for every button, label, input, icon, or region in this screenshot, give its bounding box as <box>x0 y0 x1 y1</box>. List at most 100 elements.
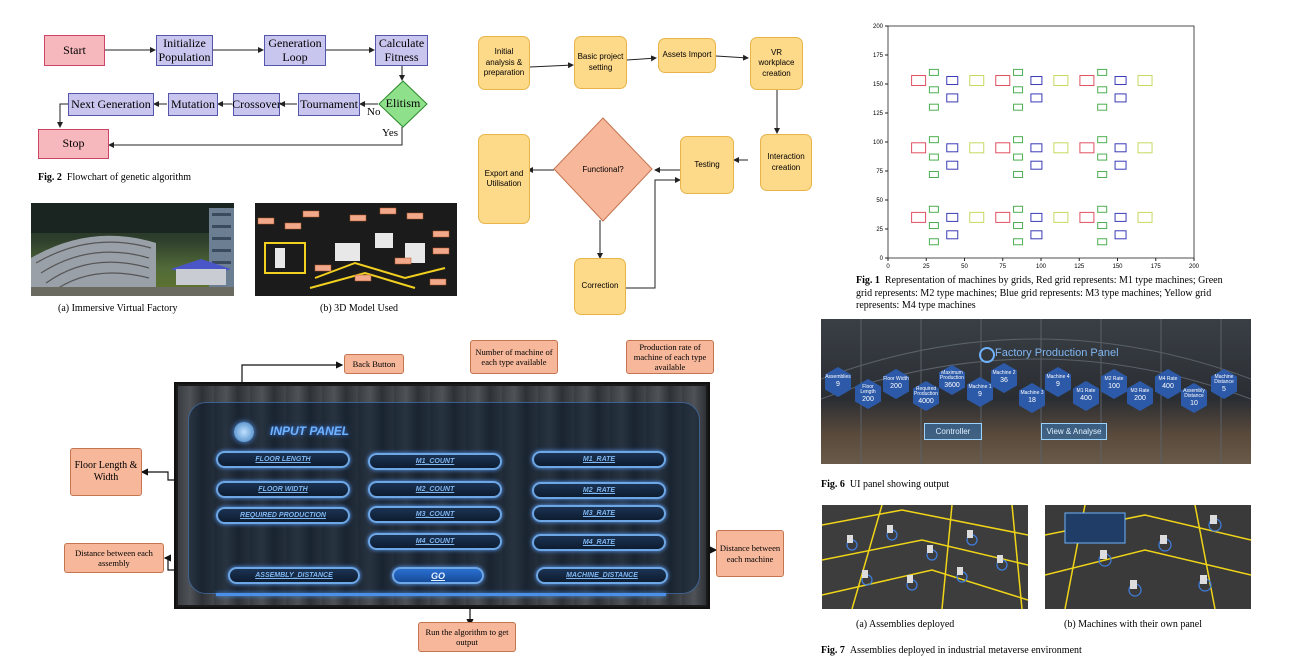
ga-mutation-node: Mutation <box>168 93 218 116</box>
machine-grid-cell <box>1053 142 1069 154</box>
hex-value: 200 <box>1134 394 1146 402</box>
immersive-virtual-factory-image <box>31 203 234 296</box>
machine-grid-cell <box>1013 103 1024 111</box>
m2-count-field[interactable]: M2_COUNT <box>368 481 502 498</box>
fig7b-caption: (b) Machines with their own panel <box>1064 619 1203 630</box>
vr-functional-decision: Functional? <box>553 117 653 222</box>
ga-elitism-node: Elitism <box>378 80 428 128</box>
hex-label: M3 Rate <box>1130 388 1150 395</box>
3d-model-image <box>255 203 457 296</box>
m1-count-field[interactable]: M1_COUNT <box>368 453 502 470</box>
fig2-caption: Fig. 2 Flowchart of genetic algorithm <box>38 172 192 183</box>
ga-calculate-fitness-node: Calculate Fitness <box>375 35 428 66</box>
m4-rate-field[interactable]: M4_RATE <box>532 534 666 551</box>
machine-grid-cell <box>1079 142 1095 154</box>
annotation-number-of-machine: Number of machine of each type available <box>470 340 558 374</box>
machine-grid-cell <box>969 211 985 223</box>
y-tick-label: 150 <box>873 82 884 88</box>
go-button[interactable]: GO <box>392 567 484 584</box>
machine-grid-cell <box>928 136 939 144</box>
machine-grid-cell <box>1030 76 1043 86</box>
vr-testing-step: Testing <box>680 136 734 194</box>
machine-grid-cell <box>1030 160 1043 170</box>
fig7-caption: Fig. 7 Assemblies deployed in industrial… <box>821 645 1082 656</box>
hex-value: 5 <box>1222 385 1226 393</box>
hex-label: M2 Rate <box>1104 376 1124 383</box>
machine-grid-cell <box>928 153 939 161</box>
machine-grid-cell <box>995 211 1011 223</box>
m4-count-field[interactable]: M4_COUNT <box>368 533 502 550</box>
vr-export-step: Export and Utilisation <box>478 134 530 224</box>
y-tick-label: 175 <box>873 53 884 59</box>
machine-grid-cell <box>1013 205 1024 213</box>
ga-generation-loop-node: Generation Loop <box>264 35 326 66</box>
vr-initial-analysis-step: Initial analysis & preparation <box>478 36 530 90</box>
machine-grid-cell <box>1013 170 1024 178</box>
machine-grid-cell <box>928 238 939 246</box>
machine-grid-cell <box>1013 238 1024 246</box>
x-tick-label: 75 <box>999 264 1006 268</box>
annotation-floor-length-width: Floor Length & Width <box>70 448 142 496</box>
vr-interaction-creation-step: Interaction creation <box>760 134 812 191</box>
hex-label: Required Production <box>914 385 938 398</box>
machine-grid-cell <box>1114 93 1127 103</box>
machine-grid-cell <box>1097 103 1108 111</box>
m3-count-field[interactable]: M3_COUNT <box>368 506 502 523</box>
hex-label: M1 Rate <box>1076 388 1096 395</box>
machine-grid-cell <box>1097 238 1108 246</box>
vr-workplace-creation-step: VR workplace creation <box>750 37 803 90</box>
machine-grid-cell <box>1079 211 1095 223</box>
machine-grid-cell <box>1097 222 1108 230</box>
machine-grid-cell <box>1013 68 1024 76</box>
y-tick-label: 100 <box>873 140 884 146</box>
ga-next-generation-node: Next Generation <box>68 93 154 116</box>
machine-distance-field[interactable]: MACHINE_DISTANCE <box>536 567 668 584</box>
ga-init-node: Initialize Population <box>156 35 213 66</box>
hex-label: Floor Width <box>883 376 909 383</box>
assemblies-deployed-image <box>822 505 1028 609</box>
back-button[interactable] <box>234 422 254 442</box>
machine-grid-cell <box>1030 93 1043 103</box>
hex-value: 200 <box>862 395 874 403</box>
machine-grid-cell <box>1137 75 1153 87</box>
hex-value: 10 <box>1190 399 1198 407</box>
m2-rate-field[interactable]: M2_RATE <box>532 482 666 499</box>
input-panel-bottom-glow <box>216 593 666 596</box>
ga-flowchart-arrows <box>57 47 405 148</box>
machine-grid-cell <box>928 103 939 111</box>
ga-start-node: Start <box>44 35 105 66</box>
hex-label: Assembly Distance <box>1183 387 1205 400</box>
annotation-back-button: Back Button <box>344 354 404 374</box>
machine-grid-cell <box>946 212 959 222</box>
annotation-run-algorithm: Run the algorithm to get output <box>418 622 516 652</box>
subfig-a-caption: (a) Immersive Virtual Factory <box>58 303 178 314</box>
floor-width-field[interactable]: FLOOR WIDTH <box>216 481 350 498</box>
hex-label: M4 Rate <box>1158 376 1178 383</box>
machine-grid-cell <box>1030 230 1043 240</box>
vr-assets-import-step: Assets Import <box>658 38 716 73</box>
m1-rate-field[interactable]: M1_RATE <box>532 451 666 468</box>
y-tick-label: 0 <box>880 256 884 262</box>
machine-grid-cell <box>1114 143 1127 153</box>
required-production-field[interactable]: REQUIRED PRODUCTION <box>216 507 350 524</box>
controller-button[interactable]: Controller <box>924 423 982 440</box>
assembly-distance-field[interactable]: ASSEMBLY_DISTANCE <box>228 567 360 584</box>
view-analyse-button[interactable]: View & Analyse <box>1041 423 1107 440</box>
hex-label: Machine 3 <box>1020 390 1044 397</box>
machine-grid-cell <box>1097 136 1108 144</box>
floor-length-field[interactable]: FLOOR LENGTH <box>216 451 350 468</box>
hex-value: 9 <box>1056 380 1060 388</box>
machine-grid-cell <box>946 143 959 153</box>
machine-grid-cell <box>946 160 959 170</box>
m3-rate-field[interactable]: M3_RATE <box>532 505 666 522</box>
machine-grid-cell <box>946 230 959 240</box>
machine-grid-cell <box>995 75 1011 87</box>
y-tick-label: 50 <box>876 198 883 204</box>
